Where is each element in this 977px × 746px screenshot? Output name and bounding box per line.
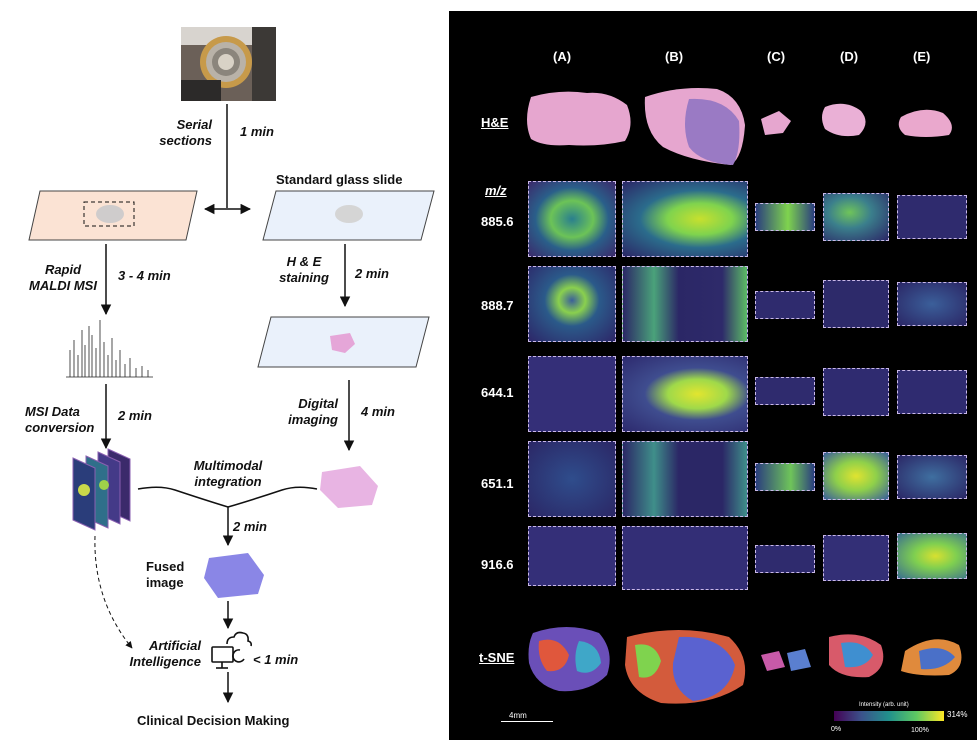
msi-conversion-time: 2 min: [118, 408, 152, 423]
mz-value-3: 644.1: [481, 385, 514, 400]
workflow-diagram: [28, 27, 435, 704]
msi-tile-885-d: [823, 193, 889, 241]
ai-dashed-arrow: [94, 535, 133, 649]
ai-time: < 1 min: [253, 652, 299, 667]
clinical-decision-label: Clinical Decision Making: [137, 713, 290, 728]
he-staining-label: H & E staining: [279, 254, 329, 285]
scale-bar-label: 4mm: [509, 711, 527, 720]
msi-tile-885-e: [897, 195, 967, 239]
tsne-row-images: [528, 627, 962, 704]
column-header-e: (E): [913, 49, 931, 64]
colorbar-title: Intensity (arb. unit): [859, 702, 909, 708]
serial-time: 1 min: [240, 124, 274, 139]
column-header-c: (C): [767, 49, 786, 64]
tsne-row-label: t-SNE: [479, 650, 515, 665]
msi-tile-916-a: [528, 526, 616, 586]
msi-tile-916-e: [897, 533, 967, 579]
scale-bar: [501, 721, 553, 722]
msi-conversion-label: MSI Data conversion: [25, 404, 95, 435]
column-header-b: (B): [665, 49, 684, 64]
fused-image-label: Fused image: [146, 559, 185, 590]
he-row-label: H&E: [481, 115, 509, 130]
msi-tile-916-d: [823, 535, 889, 581]
mz-label: m/z: [485, 183, 507, 198]
maldi-time: 3 - 4 min: [118, 268, 171, 283]
msi-tile-651-e: [897, 455, 967, 499]
msi-tile-916-c: [755, 545, 815, 573]
roi-box: [83, 201, 135, 227]
msi-tile-644-b: [622, 356, 748, 432]
he-time: 2 min: [355, 266, 389, 281]
integration-curve: [137, 486, 318, 508]
msi-tile-651-a: [528, 441, 616, 517]
colorbar-min-label: 0%: [831, 726, 842, 733]
mz-value-1: 885.6: [481, 214, 514, 229]
msi-tile-885-c: [755, 203, 815, 231]
msi-tile-885-b: [622, 181, 748, 257]
msi-results-panel: (A) (B) (C) (D) (E) H&E m/z 885.6 888.7 …: [449, 11, 977, 740]
colorbar: [834, 711, 944, 721]
fused-image: [204, 553, 264, 598]
msi-tile-885-a: [528, 181, 616, 257]
multimodal-time: 2 min: [233, 519, 267, 534]
msi-tile-651-b: [622, 441, 748, 517]
microtome-photo: [181, 27, 276, 101]
msi-tile-916-b: [622, 526, 748, 590]
msi-tile-651-d: [823, 452, 889, 500]
msi-tile-644-d: [823, 368, 889, 416]
msi-tile-644-e: [897, 370, 967, 414]
he-row-images: [527, 88, 952, 165]
msi-tile-888-e: [897, 282, 967, 326]
msi-tile-644-a: [528, 356, 616, 432]
colorbar-ref-label: 100%: [911, 727, 929, 734]
msi-tile-888-b: [622, 266, 748, 342]
mz-value-2: 888.7: [481, 298, 514, 313]
multimodal-label: Multimodal integration: [193, 458, 263, 489]
column-header-d: (D): [840, 49, 859, 64]
msi-tile-644-c: [755, 377, 815, 405]
msi-image-stack: [72, 448, 131, 531]
msi-tile-888-c: [755, 291, 815, 319]
ai-label: Artificial Intelligence: [129, 638, 201, 669]
mz-value-4: 651.1: [481, 476, 514, 491]
digital-he-tissue: [320, 466, 378, 508]
msi-tile-888-a: [528, 266, 616, 342]
colorbar-max-label: 314%: [947, 710, 968, 719]
column-header-a: (A): [553, 49, 572, 64]
msi-tile-888-d: [823, 280, 889, 328]
msi-tile-651-c: [755, 463, 815, 491]
digital-imaging-label: Digital imaging: [288, 396, 338, 427]
serial-sections-label: Serial sections: [159, 117, 212, 148]
mz-value-5: 916.6: [481, 557, 514, 572]
digital-imaging-time: 4 min: [361, 404, 395, 419]
mass-spectrum: [66, 320, 153, 378]
computer-cloud-icon: [211, 631, 252, 669]
maldi-label: Rapid MALDI MSI: [29, 262, 97, 293]
standard-slide-label: Standard glass slide: [276, 172, 403, 187]
